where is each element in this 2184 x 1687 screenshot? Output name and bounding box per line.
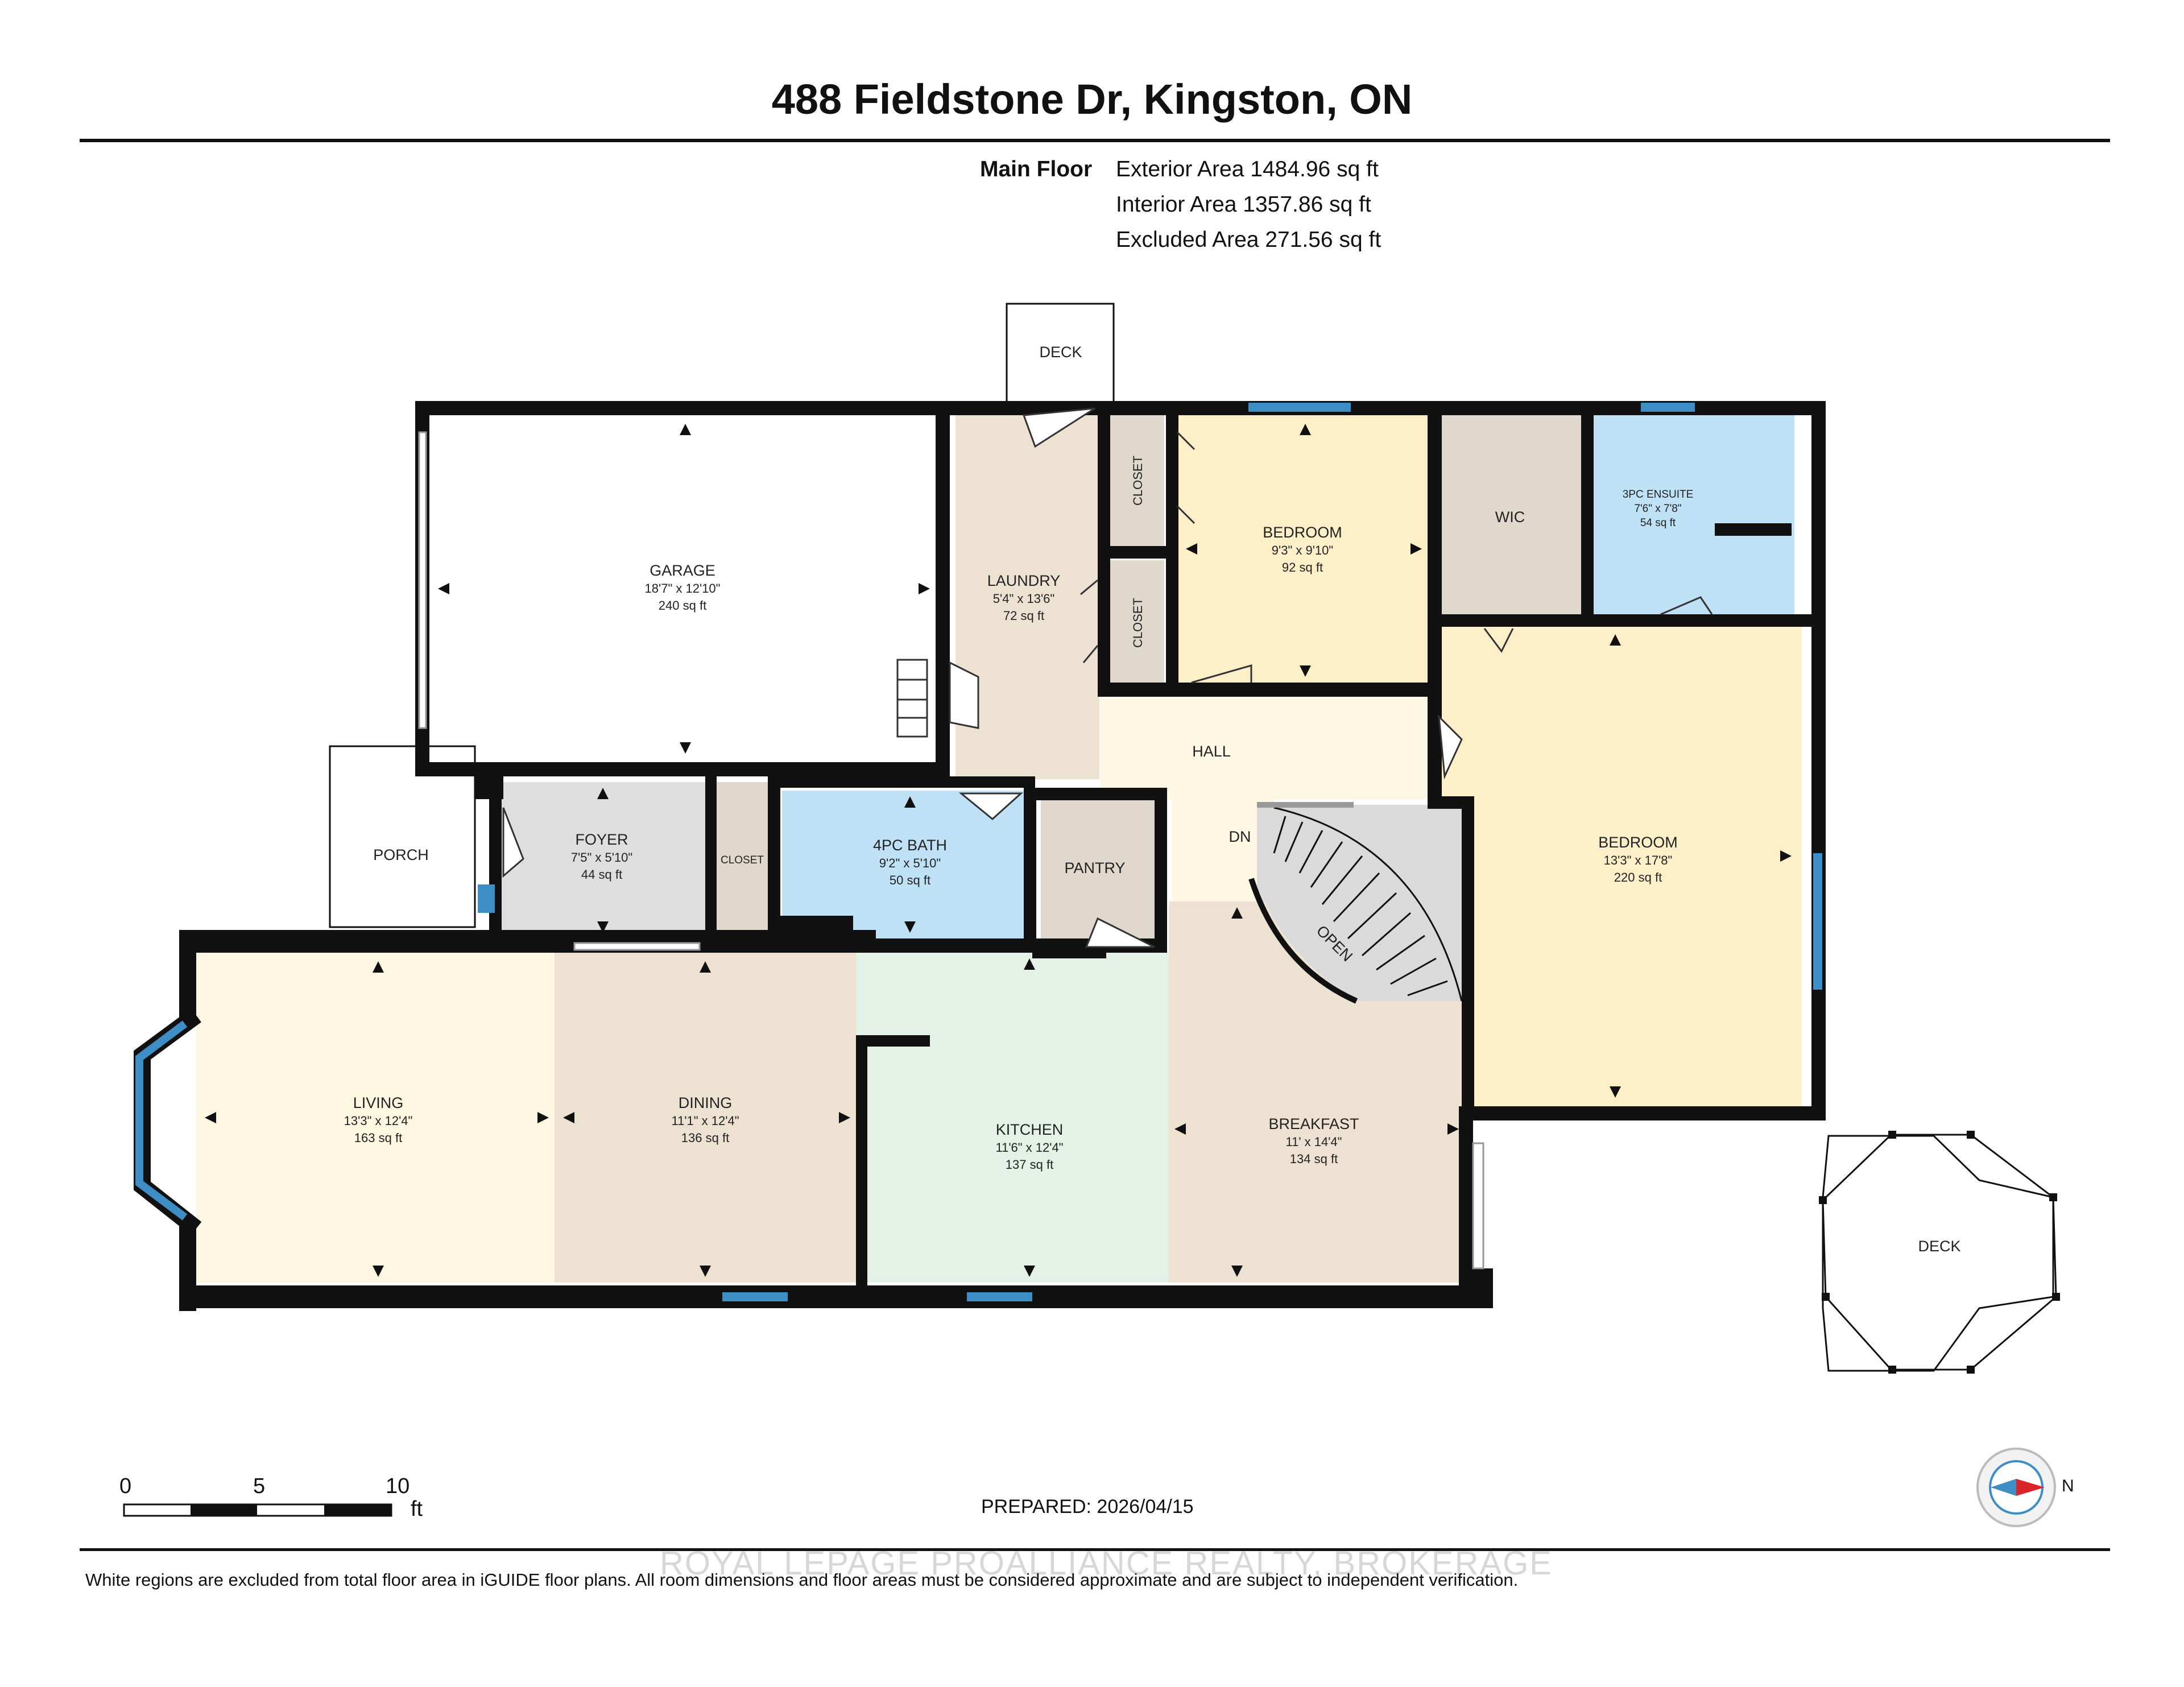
stair-down-label: DN [1229,828,1251,845]
bedroom2-area: 220 sq ft [1614,870,1662,884]
bath-dims: 9'2" x 5'10" [879,856,941,870]
bedroom1-dims: 9'3" x 9'10" [1272,543,1333,557]
scale-tick-5: 5 [253,1474,266,1498]
compass-icon [1976,1448,2056,1527]
garage-name: GARAGE [650,562,715,579]
scale-tick-10: 10 [386,1474,410,1498]
kitchen-area: 137 sq ft [1006,1157,1053,1172]
living-area: 163 sq ft [354,1131,402,1145]
scale-bar [123,1503,392,1517]
breakfast-name: BREAKFAST [1268,1115,1359,1132]
brokerage-watermark: ROYAL LEPAGE PROALLIANCE REALTY, BROKERA… [660,1545,1553,1582]
bedroom2-fill [1438,626,1802,1106]
hall-label: HALL [1192,743,1231,760]
dining-fill [555,953,856,1283]
ensuite-name: 3PC ENSUITE [1623,489,1694,501]
deck-right-label: DECK [1918,1238,1960,1255]
foyer-name: FOYER [575,831,628,848]
living-fill [196,953,555,1283]
dining-dims: 11'1" x 12'4" [671,1114,739,1128]
deck-posts [1819,1131,2060,1374]
dining-area: 136 sq ft [681,1131,729,1145]
scale-tick-0: 0 [119,1474,132,1498]
laundry-dims: 5'4" x 13'6" [993,592,1054,606]
porch-label: PORCH [373,846,429,863]
living-dims: 13'3" x 12'4" [344,1114,413,1128]
ensuite-area: 54 sq ft [1640,517,1676,529]
door-openings [418,431,1484,1270]
breakfast-area: 134 sq ft [1290,1152,1338,1166]
pantry-label: PANTRY [1064,859,1125,876]
page-title: 488 Fieldstone Dr, Kingston, ON [771,76,1413,123]
kitchen-fill [856,953,1169,1283]
deck-top-label: DECK [1039,344,1082,361]
kitchen-name: KITCHEN [996,1121,1064,1138]
staircase [1248,802,1463,1004]
closet-c-label: CLOSET [721,854,764,866]
ensuite-dims: 7'6" x 7'8" [1634,503,1681,515]
bedroom1-area: 92 sq ft [1282,560,1323,574]
hall-fill [1101,697,1430,799]
footer-disclaimer: White regions are excluded from total fl… [85,1570,1519,1590]
laundry-area: 72 sq ft [1003,609,1044,623]
garage-fill [429,410,936,762]
closet-b-fill [1110,560,1164,683]
wic-label: WIC [1495,508,1525,526]
laundry-fill [956,415,1099,779]
closet-a-fill [1110,415,1164,546]
prepared-date: PREPARED: 2026/04/15 [981,1496,1194,1518]
wic-fill [1439,415,1581,614]
compass-north-label: N [2062,1477,2074,1495]
bath-area: 50 sq ft [890,873,930,887]
closet-c-fill [714,782,771,938]
foyer-fill [500,782,705,938]
dining-name: DINING [679,1094,733,1111]
living-name: LIVING [353,1094,404,1111]
breakfast-dims: 11' x 14'4" [1286,1135,1342,1149]
bedroom1-name: BEDROOM [1263,524,1342,541]
closet-b-label: CLOSET [1131,598,1145,648]
bedroom1-fill [1178,415,1428,685]
foyer-area: 44 sq ft [581,867,622,882]
footer-divider [80,1548,2110,1551]
bedroom2-name: BEDROOM [1598,834,1678,851]
interior-area: Interior Area 1357.86 sq ft [1116,192,1371,217]
scale-unit: ft [411,1497,423,1521]
garage-steps [896,659,928,738]
bath-name: 4PC BATH [873,837,947,854]
dimension-arrows [205,424,1792,1277]
foyer-dims: 7'5" x 5'10" [571,850,632,865]
laundry-name: LAUNDRY [987,572,1061,589]
exterior-area: Exterior Area 1484.96 sq ft [1116,157,1379,181]
garage-area: 240 sq ft [659,598,706,613]
garage-dims: 18'7" x 12'10" [645,581,721,596]
kitchen-dims: 11'6" x 12'4" [995,1140,1063,1155]
ensuite-fill [1592,415,1794,614]
bedroom2-dims: 13'3" x 17'8" [1604,853,1673,867]
closet-a-label: CLOSET [1131,456,1145,506]
door-swings [502,407,1713,948]
header-divider [80,139,2110,142]
bay-window [134,1008,202,1235]
windows [478,403,1822,1301]
floor-label: Main Floor [980,157,1093,181]
excluded-area: Excluded Area 271.56 sq ft [1116,228,1381,252]
